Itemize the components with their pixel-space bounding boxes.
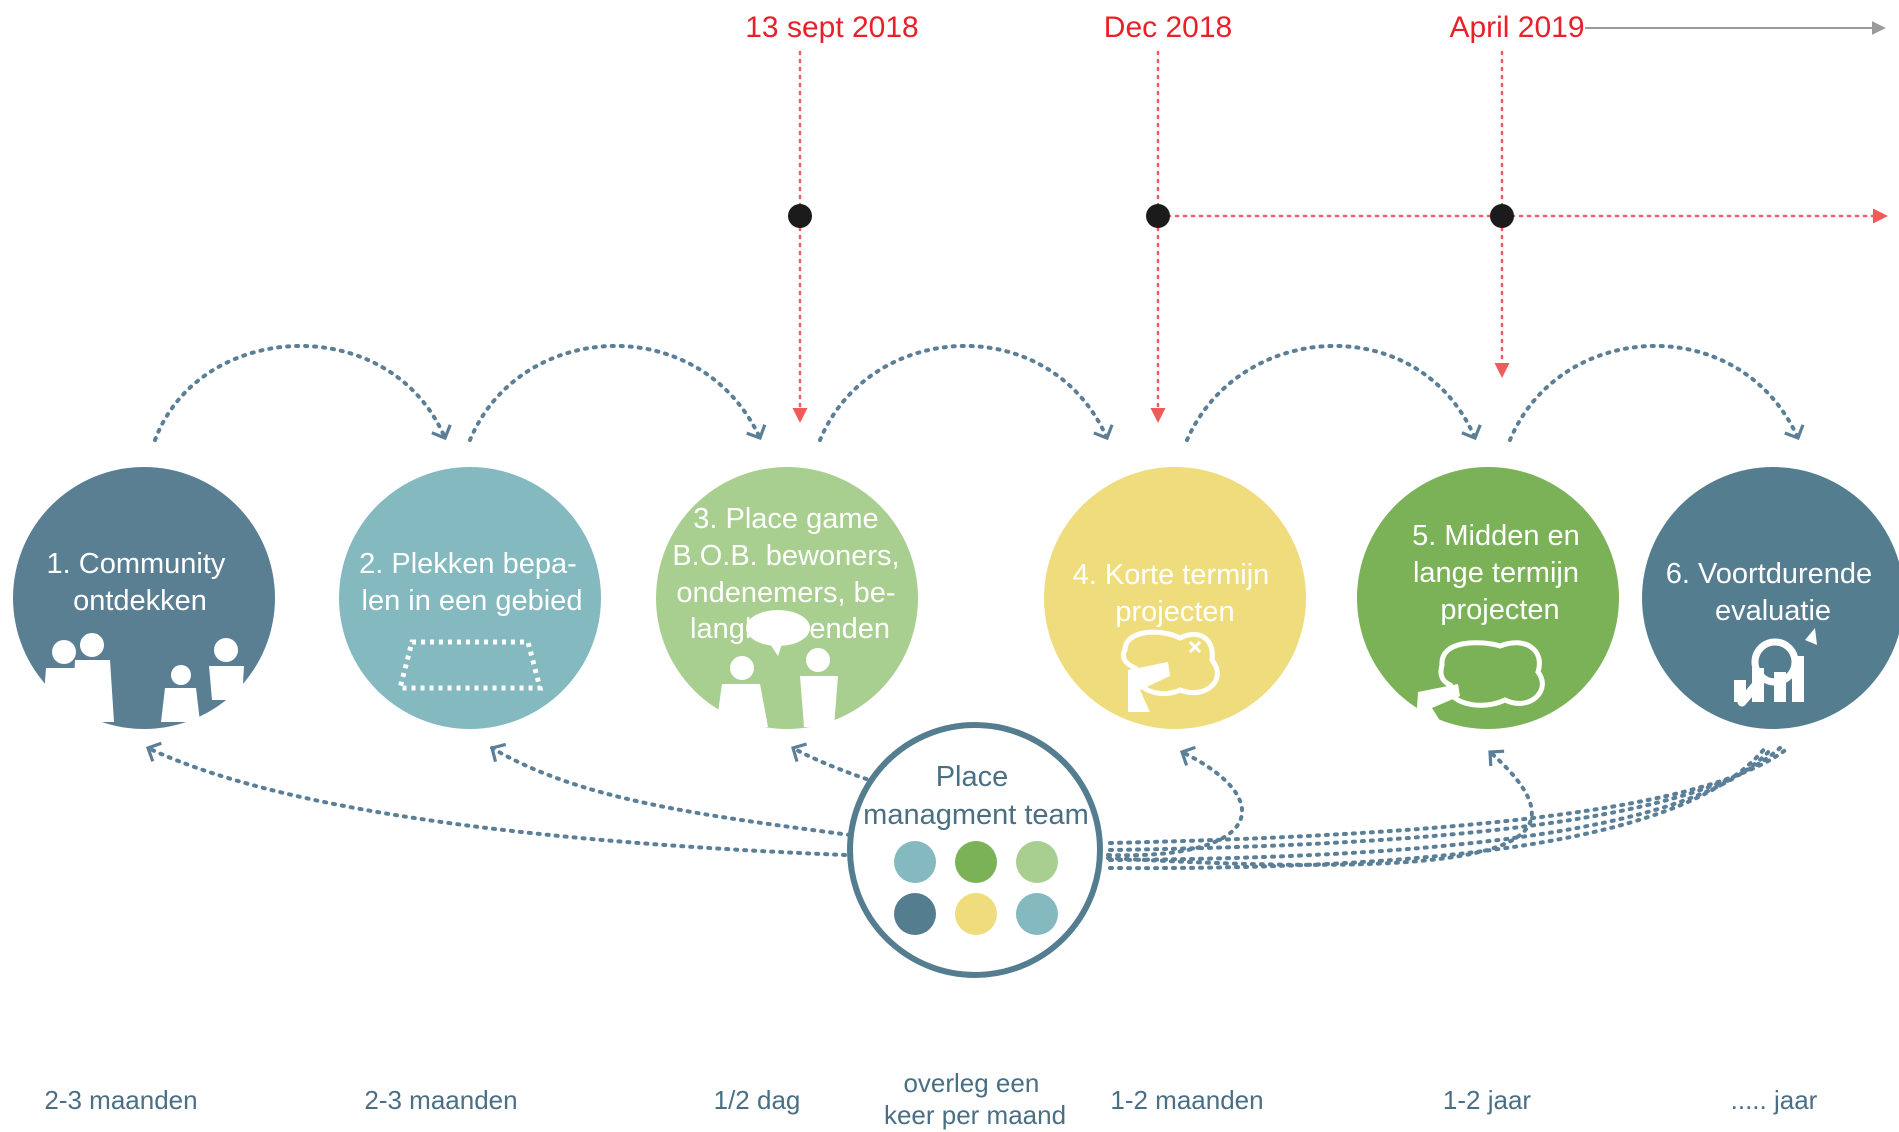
area-outline-icon: [396, 639, 544, 691]
hand-touch-icon: [1120, 629, 1220, 712]
step-4-label: 4. Korte termijn projecten: [1073, 559, 1278, 628]
step-3-circle: [656, 467, 918, 729]
feedback-to-step-3: [791, 742, 877, 784]
feedback-to-step-4: [1106, 745, 1244, 858]
management-team-hub: Place managment team: [847, 722, 1103, 978]
people-silhouette-icon: [42, 633, 244, 722]
date-label-april-2019: April 2019: [1449, 11, 1584, 44]
timeline-marker-april-2019: [1490, 204, 1514, 228]
team-dot: [894, 893, 936, 935]
feedback-to-step-6-d: [1108, 746, 1790, 845]
step-5-midden-lange-termijn: 5. Midden en lange termijn projecten: [1357, 467, 1619, 729]
date-label-dec-2018: Dec 2018: [1104, 11, 1232, 44]
team-dot: [894, 841, 936, 883]
duration-management-team: overleg een keer per maand: [884, 1068, 1066, 1130]
duration-step-1: 2-3 maanden: [44, 1085, 197, 1115]
step-5-label: 5. Midden en lange termijn projecten: [1412, 520, 1588, 626]
feedback-lines: [145, 741, 1790, 871]
step-5-circle: [1357, 467, 1619, 729]
durations-row: 2-3 maanden 2-3 maanden 1/2 dag overleg …: [44, 1068, 1817, 1130]
arc-1-to-2: [153, 344, 452, 442]
timeline-marker-dec-2018: [1146, 204, 1170, 228]
step-6-voortdurende-evaluatie: 6. Voortdurende evaluatie: [1642, 467, 1899, 729]
conversation-people-icon: [716, 610, 838, 727]
step-3-place-game: 3. Place game B.O.B. bewoners, ondenemer…: [656, 467, 918, 729]
team-dot: [955, 893, 997, 935]
arc-3-to-4: [818, 344, 1114, 442]
duration-step-5: 1-2 jaar: [1443, 1085, 1531, 1115]
feedback-to-step-1: [145, 741, 847, 857]
step-2-label: 2. Plekken bepa- len in een gebied: [359, 548, 585, 617]
step-4-circle: [1044, 467, 1306, 729]
feedback-to-step-6-c: [1108, 746, 1767, 871]
step-6-label: 6. Voortdurende evaluatie: [1666, 558, 1880, 627]
team-dot: [1016, 841, 1058, 883]
timeline: 13 sept 2018 Dec 2018 April 2019: [745, 11, 1888, 423]
duration-step-6: ..... jaar: [1731, 1085, 1818, 1115]
step-4-korte-termijn: 4. Korte termijn projecten: [1044, 467, 1306, 729]
management-team-label: Place managment team: [863, 761, 1089, 831]
arc-5-to-6: [1508, 344, 1805, 442]
step-sequence-arcs: [153, 344, 1805, 442]
hand-area-icon: [1416, 640, 1545, 724]
arc-4-to-5: [1185, 344, 1482, 442]
team-dot: [955, 841, 997, 883]
step-1-label: 1. Community ontdekken: [47, 548, 234, 617]
duration-step-2: 2-3 maanden: [364, 1085, 517, 1115]
step-1-community-ontdekken: 1. Community ontdekken: [13, 467, 275, 729]
duration-step-4: 1-2 maanden: [1110, 1085, 1263, 1115]
step-6-circle: [1642, 467, 1899, 729]
timeline-marker-sept-2018: [788, 204, 812, 228]
feedback-to-step-2: [490, 742, 852, 837]
feedback-to-step-6-a: [1108, 746, 1782, 852]
magnifier-chart-icon: [1734, 628, 1817, 707]
date-label-sept-2018: 13 sept 2018: [745, 11, 918, 44]
arc-2-to-3: [468, 344, 767, 442]
step-2-plekken-bepalen: 2. Plekken bepa- len in een gebied: [339, 467, 601, 729]
duration-step-3: 1/2 dag: [714, 1085, 801, 1115]
team-dot: [1016, 893, 1058, 935]
